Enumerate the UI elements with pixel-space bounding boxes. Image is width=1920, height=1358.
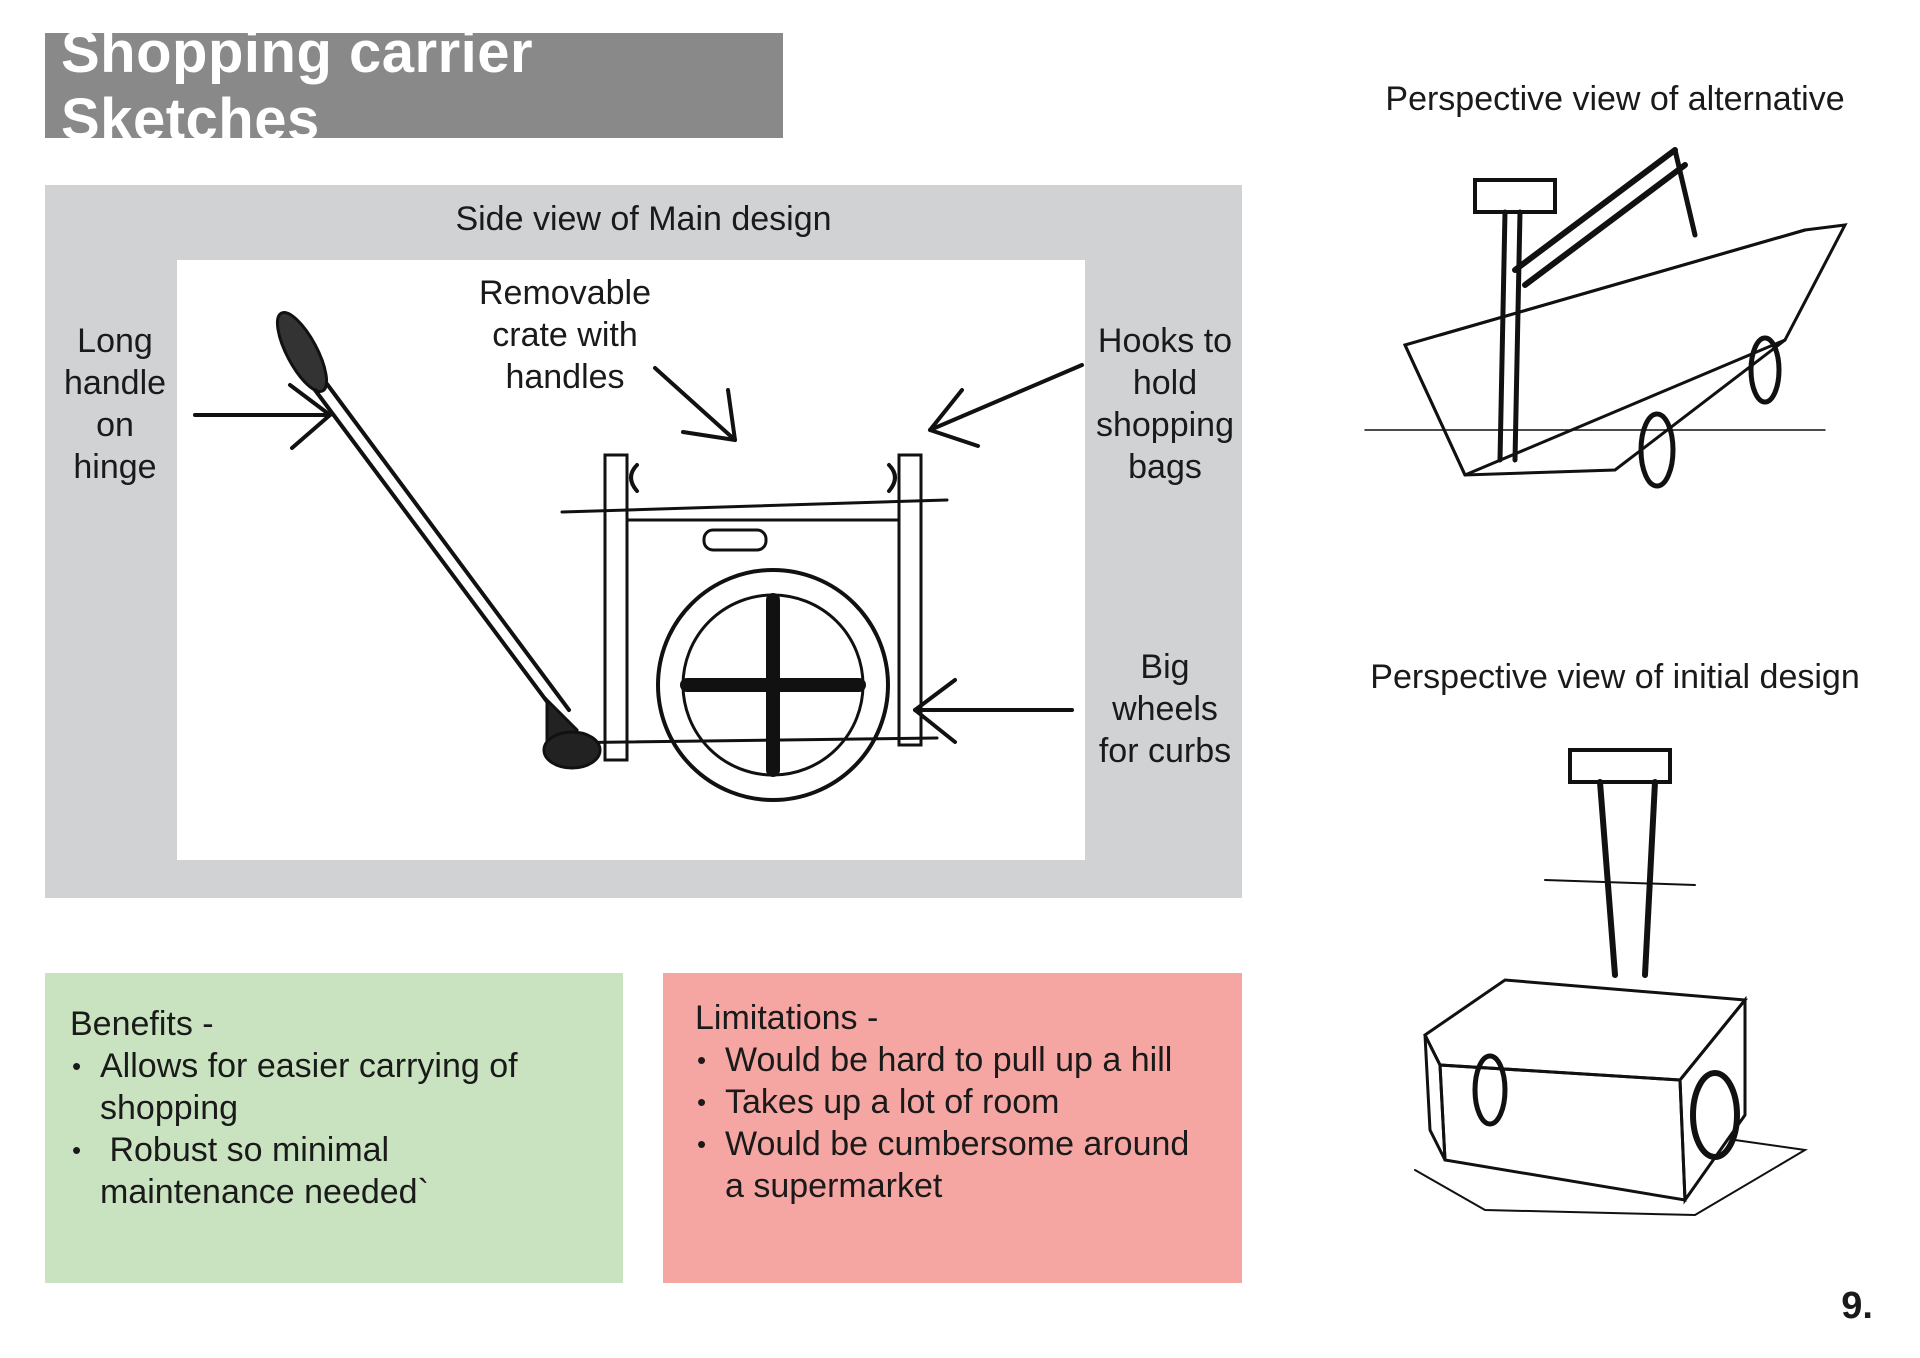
side-view-sketch	[177, 260, 1085, 860]
list-item: Allows for easier carrying of shopping	[70, 1045, 570, 1129]
arrow-handle	[193, 383, 332, 450]
benefits-heading: Benefits -	[70, 1005, 214, 1043]
list-item: Robust so minimal maintenance needed`	[70, 1129, 500, 1213]
arrow-crate	[653, 366, 737, 442]
page-title: Shopping carrier Sketches	[61, 19, 534, 152]
benefits-list: Allows for easier carrying of shopping R…	[70, 1045, 623, 1213]
initial-drawing	[1414, 748, 1808, 1217]
title-banner: Shopping carrier Sketches	[45, 20, 783, 152]
limitations-heading: Limitations -	[695, 999, 879, 1037]
alternative-sketch	[1345, 130, 1885, 570]
label-removable-crate: Removable crate with handles	[479, 274, 651, 396]
limitations-card: Limitations - Would be hard to pull up a…	[663, 973, 1242, 1283]
initial-caption: Perspective view of initial design	[1370, 658, 1860, 696]
label-long-handle: Long handle on hinge	[63, 322, 167, 486]
list-item: Would be hard to pull up a hill	[695, 1039, 1242, 1081]
label-hooks: Hooks to hold shopping bags	[1095, 322, 1234, 486]
wheel-sketch	[656, 568, 890, 802]
list-item: Would be cumbersome around a supermarket	[695, 1123, 1215, 1207]
initial-sketch	[1395, 730, 1835, 1230]
main-design-caption: Side view of Main design	[455, 200, 832, 238]
alternative-drawing	[1364, 147, 1848, 489]
list-item: Takes up a lot of room	[695, 1081, 1242, 1123]
crate-sketch	[542, 453, 949, 770]
alternative-caption: Perspective view of alternative	[1385, 80, 1845, 118]
label-big-wheels: Big wheels for curbs	[1098, 648, 1232, 770]
page-number: 9.	[1841, 1285, 1873, 1327]
arrow-hooks	[928, 363, 1084, 448]
side-view-drawing	[275, 311, 949, 802]
limitations-list: Would be hard to pull up a hill Takes up…	[695, 1039, 1242, 1207]
arrow-wheels	[913, 678, 1074, 744]
benefits-card: Benefits - Allows for easier carrying of…	[45, 973, 623, 1283]
